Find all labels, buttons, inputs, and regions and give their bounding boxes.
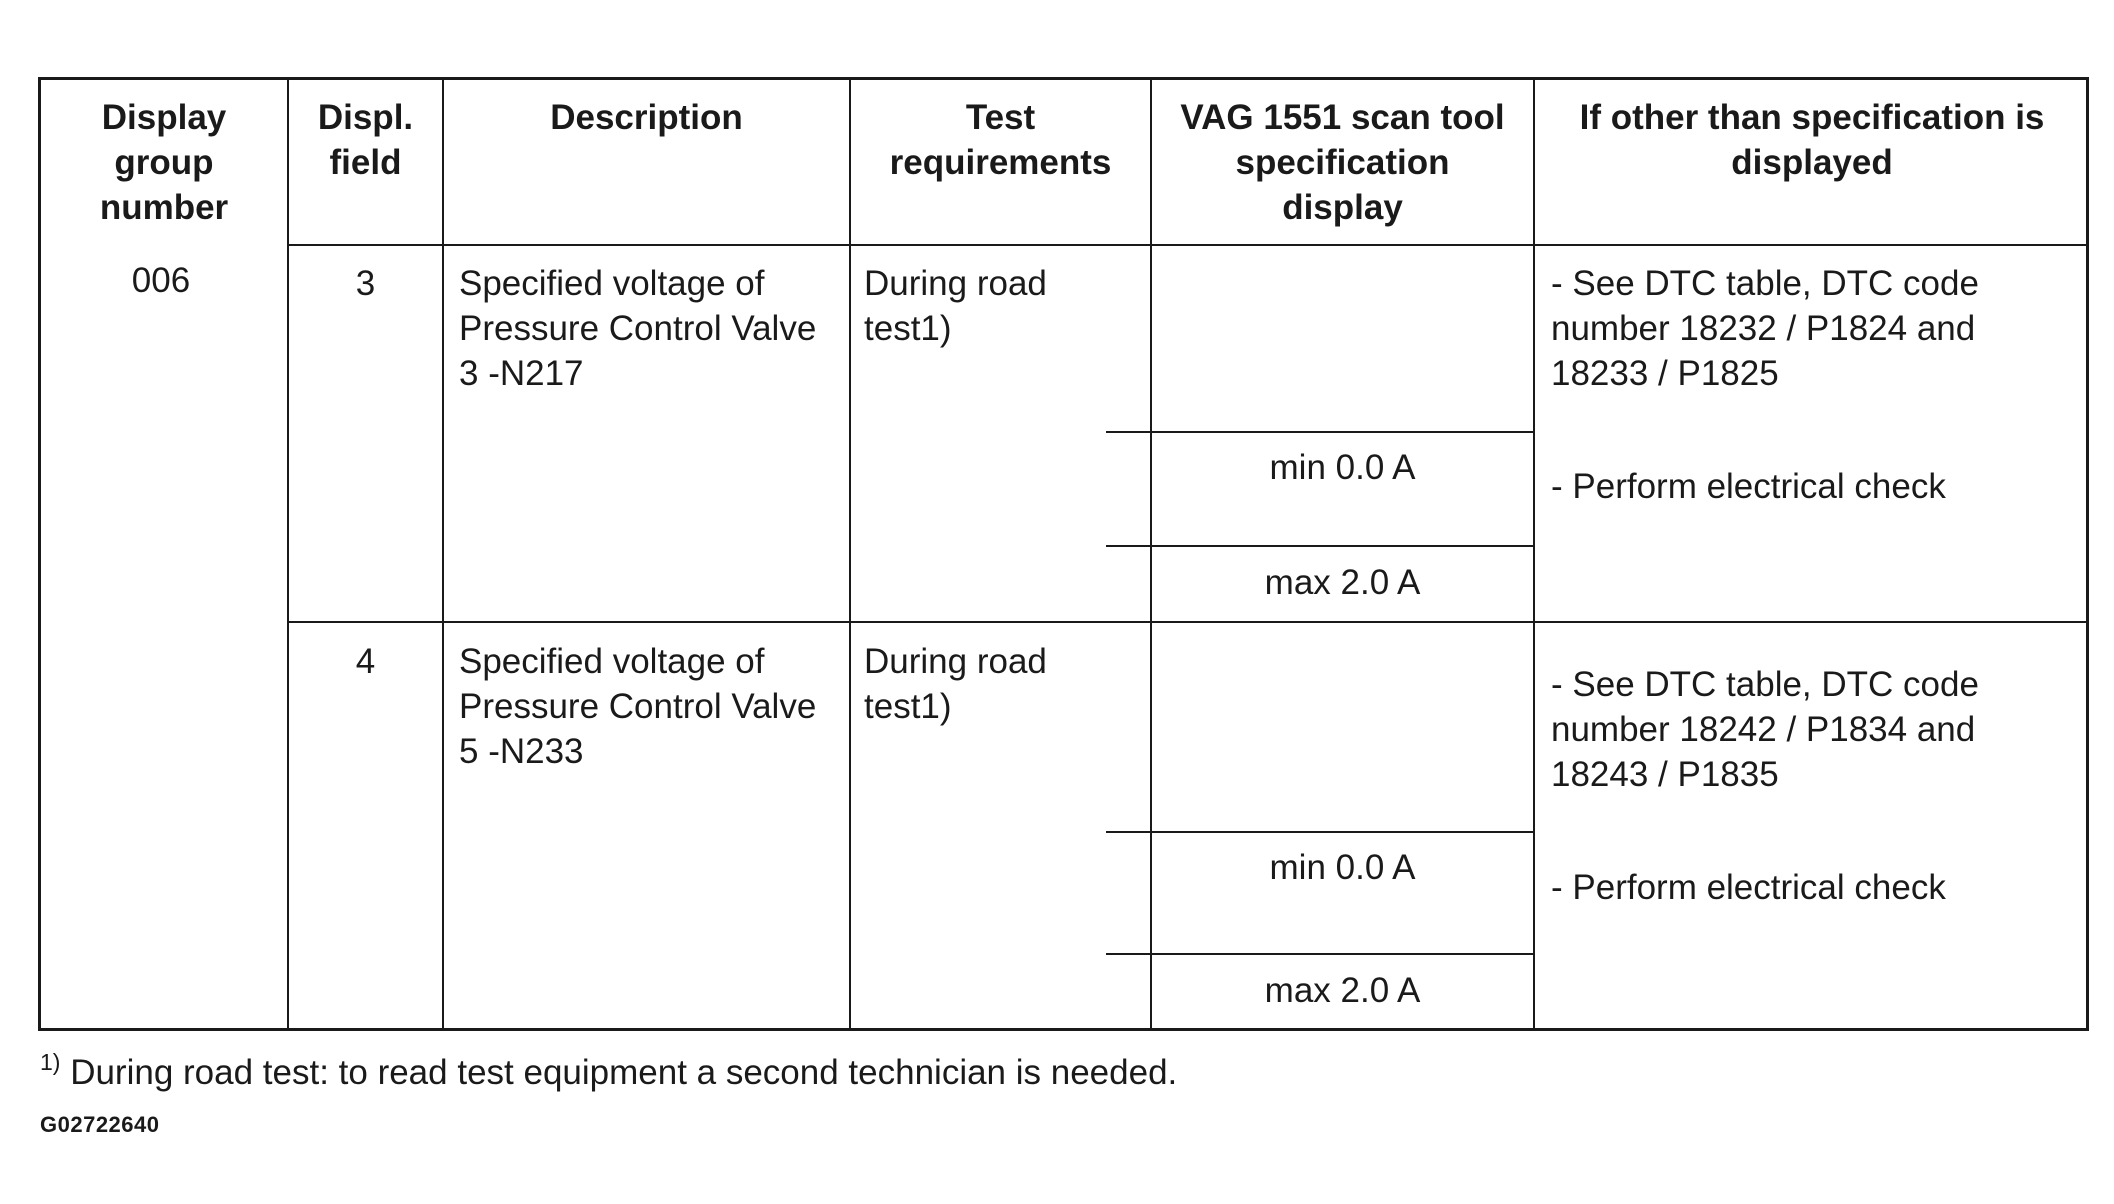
spec-divider [1106, 953, 1535, 955]
footnote-text: During road test: to read test equipment… [70, 1053, 1178, 1092]
action-dtc-reference: - See DTC table, DTC code number 18232 /… [1551, 264, 1979, 393]
display-group-number: 006 [131, 261, 191, 300]
footnote-marker: 1) [40, 1049, 61, 1075]
header-description: Description [550, 98, 743, 137]
spec-divider [1106, 431, 1535, 433]
footnote: 1) During road test: to read test equipm… [40, 1040, 1177, 1095]
displ-field-value: 4 [355, 642, 376, 681]
header-divider [287, 244, 2089, 246]
test-requirements-cell: During road test1) [864, 264, 1047, 348]
action-dtc-reference: - See DTC table, DTC code number 18242 /… [1551, 665, 1979, 794]
spec-min-value: min 0.0 A [1269, 448, 1416, 487]
description-cell: Specified voltage of Pressure Control Va… [459, 642, 817, 771]
spec-min-value: min 0.0 A [1269, 848, 1416, 887]
column-divider [849, 80, 851, 1028]
column-divider [287, 80, 289, 1028]
figure-id: G02722640 [40, 1112, 160, 1137]
specification-table: Display group number Displ. field Descri… [38, 77, 2089, 1031]
action-electrical-check: - Perform electrical check [1551, 868, 1946, 907]
spec-max-value: max 2.0 A [1264, 563, 1421, 602]
header-test-requirements: Test requirements [889, 98, 1112, 182]
header-display-group-number: Display group number [99, 98, 229, 227]
header-scan-tool-spec: VAG 1551 scan tool specification display [1180, 98, 1505, 227]
header-displ-field: Displ. field [317, 98, 414, 182]
column-divider [1150, 80, 1152, 1028]
header-if-other: If other than specification is displayed [1579, 98, 2045, 182]
row-divider [287, 621, 2089, 623]
column-divider [442, 80, 444, 1028]
displ-field-value: 3 [355, 264, 376, 303]
spec-divider [1106, 545, 1535, 547]
description-cell: Specified voltage of Pressure Control Va… [459, 264, 817, 393]
spec-divider [1106, 831, 1535, 833]
column-divider [1533, 80, 1535, 1028]
action-electrical-check: - Perform electrical check [1551, 467, 1946, 506]
test-requirements-cell: During road test1) [864, 642, 1047, 726]
spec-max-value: max 2.0 A [1264, 971, 1421, 1010]
